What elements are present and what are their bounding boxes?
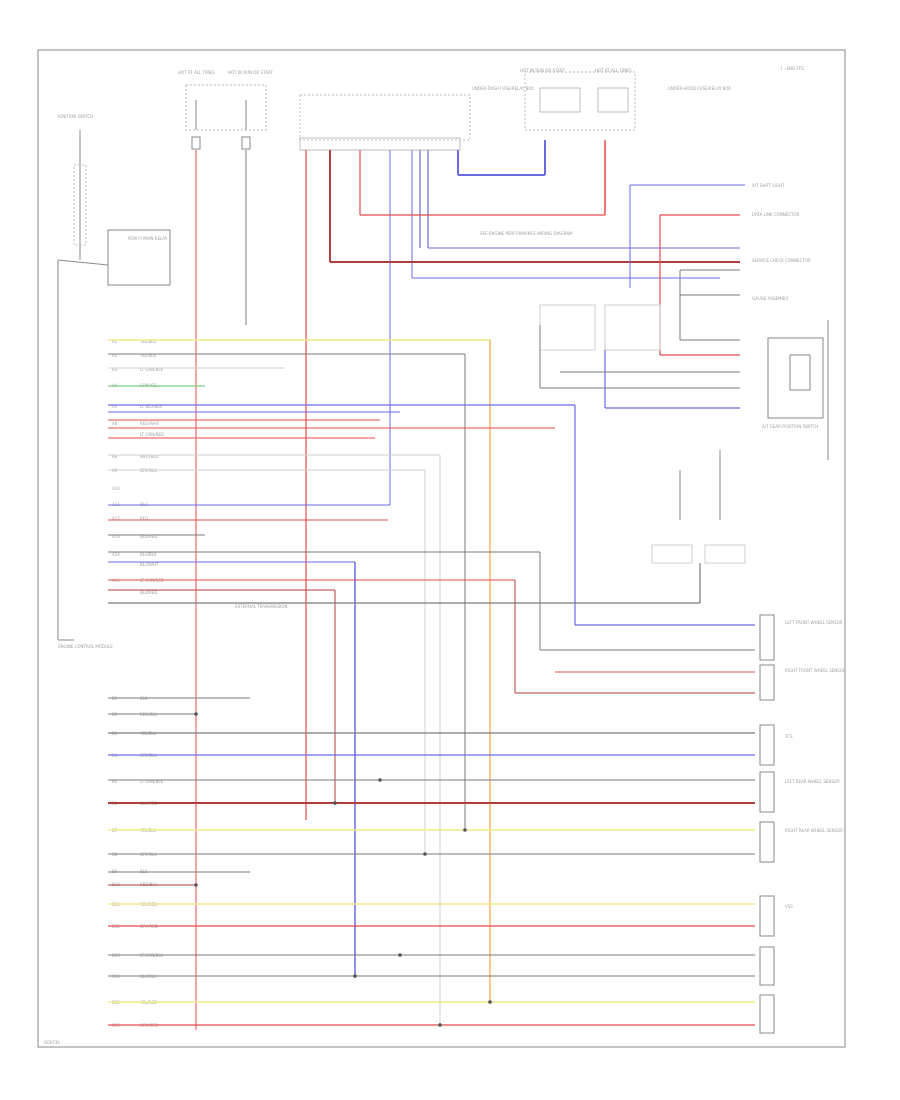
relay-middle [539, 304, 661, 351]
svg-text:A1: A1 [112, 339, 118, 344]
ecm-pin-labels: A1 YEL/BLU A2 YEL/BLK A3 LT GRN/BLK A4 G… [112, 339, 164, 595]
fuse-block-right: HOT IN RUN OR START HOT AT ALL TIMES UND… [520, 68, 731, 131]
svg-text:RED/WHT: RED/WHT [140, 421, 160, 426]
svg-text:A8: A8 [112, 454, 118, 459]
right-connector-stack: A/T SHIFT LIGHT DATA LINK CONNECTOR SERV… [752, 183, 829, 460]
lower-right-components: TCS LEFT REAR WHEEL SENSOR RIGHT REAR WH… [759, 724, 843, 1034]
front-wheel-sensors: LEFT FRONT WHEEL SENSOR RIGHT FRONT WHEE… [759, 614, 846, 701]
svg-text:LEFT REAR WHEEL SENSOR: LEFT REAR WHEEL SENSOR [785, 779, 840, 784]
svg-text:UNDER-DASH FUSE/RELAY BOX: UNDER-DASH FUSE/RELAY BOX [472, 86, 534, 91]
svg-text:PGM-FI MAIN RELAY: PGM-FI MAIN RELAY [128, 236, 168, 241]
svg-text:BLU/WHT: BLU/WHT [140, 562, 159, 567]
svg-text:SERVICE CHECK CONNECTOR: SERVICE CHECK CONNECTOR [752, 258, 811, 263]
svg-text:TCS: TCS [784, 734, 793, 739]
svg-text:A/T GEAR POSITION SWITCH: A/T GEAR POSITION SWITCH [762, 424, 818, 429]
svg-text:YEL/BLU: YEL/BLU [139, 339, 156, 344]
ground-symbols [651, 450, 746, 564]
svg-text:BLU/RED: BLU/RED [140, 590, 157, 595]
svg-text:A5: A5 [112, 404, 118, 409]
svg-text:BLU/RED: BLU/RED [140, 534, 157, 539]
svg-text:HOT IN RUN OR START: HOT IN RUN OR START [228, 70, 273, 75]
svg-text:A14: A14 [112, 552, 120, 557]
splice-points [194, 712, 492, 1027]
svg-text:RED: RED [140, 516, 148, 521]
svg-text:UNDER-HOOD FUSE/RELAY BOX: UNDER-HOOD FUSE/RELAY BOX [668, 86, 731, 91]
ecm-label: ENGINE CONTROL MODULE [58, 644, 113, 649]
svg-text:IGNITION SWITCH: IGNITION SWITCH [58, 114, 93, 119]
svg-text:HOT IN RUN OR START: HOT IN RUN OR START [520, 68, 565, 73]
svg-text:WHT/BLU: WHT/BLU [140, 454, 159, 459]
figure-code: G00730 [44, 1040, 60, 1045]
svg-text:LT GRN/RED: LT GRN/RED [140, 432, 164, 437]
svg-text:A12: A12 [112, 516, 120, 521]
lower-pin-labels: B1 BLK B2 RED/BLU B3 YEL/BLU B4 GRY/BLU … [112, 696, 164, 1028]
svg-text:HOT AT ALL TIMES: HOT AT ALL TIMES [178, 70, 215, 75]
svg-text:A13: A13 [112, 534, 120, 539]
diagram-frame [37, 49, 846, 1048]
svg-text:BLU/BLK: BLU/BLK [140, 552, 157, 557]
svg-text:VSS: VSS [785, 904, 793, 909]
svg-text:GAUGE ASSEMBLY: GAUGE ASSEMBLY [752, 296, 789, 301]
svg-text:A10: A10 [112, 486, 120, 491]
svg-text:LT BLU/BLK: LT BLU/BLK [140, 404, 162, 409]
svg-text:LT GRN/BLK: LT GRN/BLK [140, 779, 164, 784]
svg-text:A3: A3 [112, 367, 118, 372]
svg-text:HOT AT ALL TIMES: HOT AT ALL TIMES [595, 68, 632, 73]
wiring-note: SEE ENGINE PERFORMANCE WIRING DIAGRAM [480, 231, 573, 236]
svg-text:B5: B5 [112, 779, 118, 784]
figure-id: 1 - ENG FTG [780, 66, 804, 71]
shield-note: EXTERNAL TRANSMISSION [235, 604, 288, 609]
svg-text:YEL/BLK: YEL/BLK [139, 353, 157, 358]
svg-text:DATA LINK CONNECTOR: DATA LINK CONNECTOR [752, 212, 800, 217]
fuse-relay-box-top: UNDER-DASH FUSE/RELAY BOX [299, 86, 534, 151]
svg-text:A/T SHIFT LIGHT: A/T SHIFT LIGHT [752, 183, 785, 188]
ignition-switch: IGNITION SWITCH [58, 114, 93, 260]
svg-text:LEFT FRONT WHEEL SENSOR: LEFT FRONT WHEEL SENSOR [785, 620, 843, 625]
svg-text:RIGHT REAR WHEEL SENSOR: RIGHT REAR WHEEL SENSOR [785, 828, 843, 833]
main-relay: PGM-FI MAIN RELAY [107, 229, 171, 286]
svg-text:A6: A6 [112, 421, 118, 426]
svg-text:RIGHT FRONT WHEEL SENSOR: RIGHT FRONT WHEEL SENSOR [785, 668, 846, 673]
svg-text:LT GRN/BLK: LT GRN/BLK [140, 367, 164, 372]
fuse-block-left: HOT AT ALL TIMES HOT IN RUN OR START [178, 70, 273, 150]
svg-text:A2: A2 [112, 353, 118, 358]
